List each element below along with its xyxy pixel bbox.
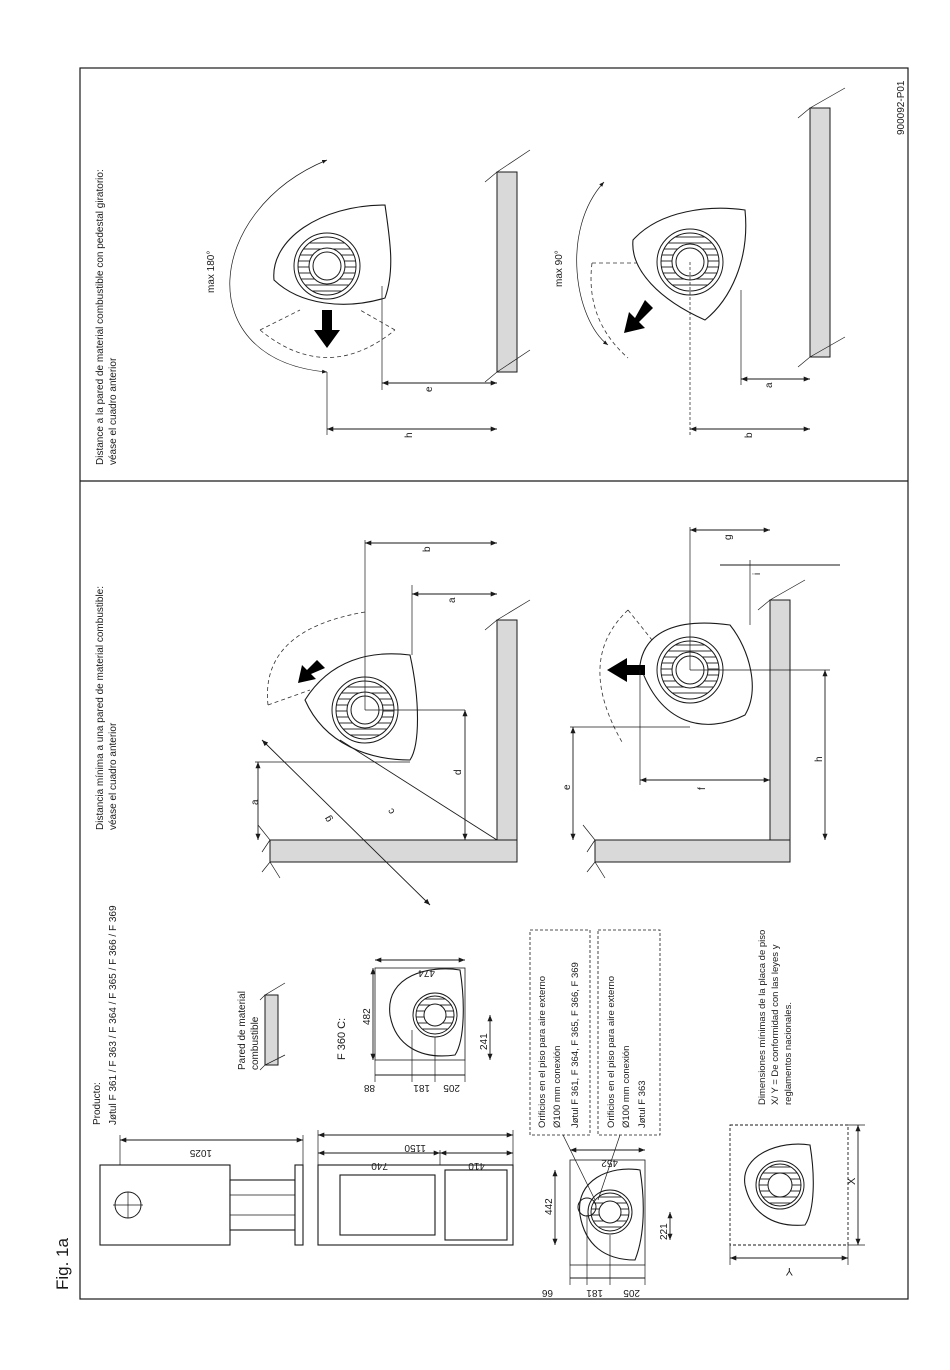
air-box-2-line3: Jøtul F 363 <box>637 1080 648 1128</box>
figure-label: Fig. 1a <box>53 1237 72 1290</box>
rotation-diagram-90: max 90° a b <box>554 87 846 438</box>
dim-410: 410 <box>468 1160 485 1171</box>
rotation-diagram-180: max 180° e h <box>206 149 531 438</box>
drawing-frame <box>79 67 909 1300</box>
air-box-2: Orificios en el piso para aire externo Ø… <box>597 929 661 1136</box>
dim-b-top: b <box>744 432 755 438</box>
dim-e-top: e <box>424 386 435 392</box>
product-label: Producto: <box>92 1082 103 1125</box>
dim-e-low: e <box>562 784 573 790</box>
wall-diagram: g i e f h <box>562 527 840 879</box>
dim-205: 205 <box>623 1287 640 1298</box>
legend-wall-line1: Pared de material <box>237 991 248 1070</box>
dim-1025: 1025 <box>189 1147 212 1158</box>
product-panel: Producto: Jøtul F 361 / F 363 / F 364 / … <box>92 905 865 1298</box>
dim-g-mid: g <box>322 814 334 824</box>
dim-a-mid: a <box>447 597 458 603</box>
dim-d-mid: d <box>453 769 464 775</box>
floor-plate-text: Dimensiones mínimas de la placa de piso … <box>757 930 794 1105</box>
product-models: Jøtul F 361 / F 363 / F 364 / F 365 / F … <box>108 905 119 1125</box>
doc-code: 900092-P01 <box>896 80 907 135</box>
dim-241: 241 <box>479 1033 490 1050</box>
air-box-1-line1: Orificios en el piso para aire externo <box>537 976 548 1128</box>
floor-plate-line1: Dimensiones mínimas de la placa de piso <box>757 930 768 1105</box>
rotating-pedestal-panel: Distance a la pared de material combusti… <box>95 87 846 465</box>
legend-wall: Pared de material combustible <box>237 982 286 1071</box>
combustible-title-line1: Distancia mínima a una pared de material… <box>95 586 106 830</box>
dim-c-mid: c <box>386 806 398 816</box>
dim-452: 452 <box>601 1157 618 1168</box>
f360c-plan: F 360 C: 474 482 241 88 181 205 <box>336 957 493 1093</box>
dim-66: 66 <box>541 1287 553 1298</box>
dim-b-mid: b <box>422 546 433 552</box>
fig-label: Fig. 1a <box>53 1237 72 1290</box>
air-box-1-line3: Jøtul F 361, F 364, F 365, F 366, F 369 <box>570 962 581 1128</box>
combustible-wall-panel: Distancia mínima a una pared de material… <box>95 527 840 906</box>
dim-205-b: 205 <box>443 1082 460 1093</box>
dim-740: 740 <box>371 1160 388 1171</box>
dim-a-top: a <box>764 382 775 388</box>
max90-label: max 90° <box>554 250 565 287</box>
dim-181-b: 181 <box>413 1082 430 1093</box>
rotating-title-line2: véase el cuadro anterior <box>108 357 119 465</box>
dim-h-low: h <box>814 756 825 762</box>
dim-i-low: i <box>752 573 763 575</box>
dim-181: 181 <box>586 1287 603 1298</box>
dim-h-top: h <box>404 432 415 438</box>
dim-y: Y <box>785 1265 793 1277</box>
dim-474: 474 <box>418 967 435 978</box>
side-elevation: 1025 <box>99 1135 304 1246</box>
dim-221: 221 <box>659 1223 670 1240</box>
rotating-title-line1: Distance a la pared de material combusti… <box>95 169 106 465</box>
air-box-1-line2: Ø100 mm conexión <box>552 1046 563 1128</box>
dim-x: X <box>846 1177 858 1185</box>
dim-g-low: g <box>723 534 734 540</box>
legend-wall-line2: combustible <box>250 1016 261 1070</box>
combustible-title-line2: véase el cuadro anterior <box>108 722 119 830</box>
air-box-2-line2: Ø100 mm conexión <box>621 1046 632 1128</box>
dim-1150: 1150 <box>404 1142 426 1153</box>
floor-plate-line3: reglamentos nacionales. <box>783 1002 794 1105</box>
f360c-label: F 360 C: <box>336 1018 348 1060</box>
base-plan: 452 442 221 66 181 205 <box>541 1147 673 1298</box>
floor-plate-line2: X/ Y = De conformidad con las leyes y <box>770 944 781 1105</box>
air-box-2-line1: Orificios en el piso para aire externo <box>606 976 617 1128</box>
air-box-1: Orificios en el piso para aire externo Ø… <box>529 929 591 1136</box>
dim-442: 442 <box>544 1198 555 1215</box>
dim-f-low: f <box>697 787 708 790</box>
dim-88: 88 <box>363 1082 375 1093</box>
floor-plate: X Y <box>729 1124 865 1277</box>
dim-482: 482 <box>362 1008 373 1025</box>
front-elevation: 1150 740 410 <box>317 1130 514 1246</box>
max180-label: max 180° <box>206 251 217 293</box>
corner-diagram: b a d a g c <box>250 540 531 906</box>
dim-a-mid2: a <box>250 799 261 805</box>
